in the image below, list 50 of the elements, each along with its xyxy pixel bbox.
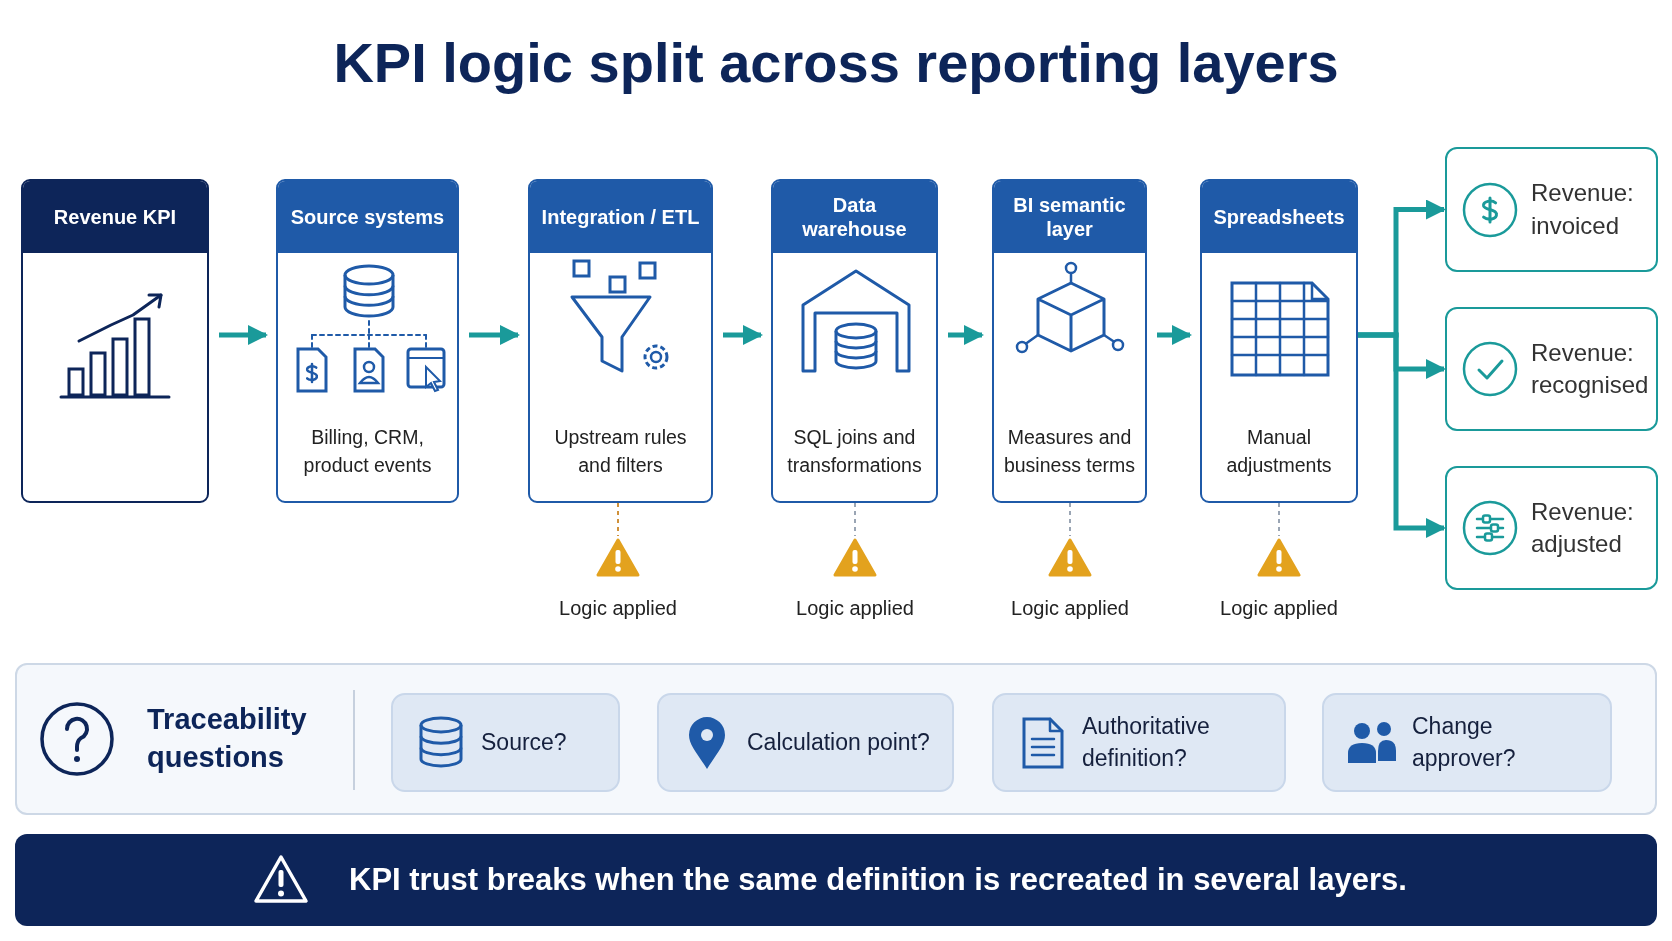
dashed-connector: [1278, 502, 1280, 537]
process-card: [276, 179, 459, 503]
message-banner: [15, 834, 1657, 926]
card-description: Measures and business terms: [1002, 425, 1137, 479]
warning-label: Logic applied: [795, 597, 915, 620]
card-title: Integration / ETL: [541, 205, 700, 229]
question-chip: [1322, 693, 1612, 792]
arrow: [1157, 325, 1192, 345]
question-chip: [992, 693, 1286, 792]
outcome-label: Revenue: invoiced: [1531, 178, 1635, 241]
outcome-card: [1445, 307, 1658, 431]
process-card: [528, 179, 713, 503]
warning-label: Logic applied: [558, 597, 678, 620]
arrow: [948, 325, 984, 345]
question-chip: [391, 693, 620, 792]
dashed-connector: [854, 502, 856, 537]
diagram-title: KPI logic split across reporting layers: [332, 30, 1340, 95]
question-chip: [657, 693, 954, 792]
process-card: [992, 179, 1147, 503]
process-card: [21, 179, 209, 503]
card-title: Revenue KPI: [53, 205, 177, 229]
dashed-connector: [617, 502, 619, 537]
outcome-label: Revenue: recognised: [1531, 337, 1649, 400]
card-description: Billing, CRM, product events: [302, 425, 433, 479]
warning-label: Logic applied: [1219, 597, 1339, 620]
warning-label: Logic applied: [1010, 597, 1130, 620]
arrow: [219, 325, 268, 345]
traceability-panel: [15, 663, 1657, 815]
process-card: [1200, 179, 1358, 503]
panel-heading: Traceability questions: [147, 702, 308, 775]
question-label: Calculation point?: [747, 727, 931, 757]
question-label: Change approver?: [1412, 712, 1517, 773]
outcome-card: [1445, 147, 1658, 272]
arrow: [1358, 332, 1446, 538]
outcome-label: Revenue: adjusted: [1531, 496, 1635, 559]
card-title: Data warehouse: [801, 193, 908, 241]
banner-message: KPI trust breaks when the same definition is recreated in several layers.: [349, 861, 1407, 899]
card-description: SQL joins and transformations: [786, 425, 923, 479]
card-title: BI semantic layer: [1012, 193, 1127, 241]
card-description: Upstream rules and filters: [553, 425, 688, 479]
arrow: [723, 325, 763, 345]
card-title: Spreadsheets: [1213, 205, 1345, 229]
process-card: [771, 179, 938, 503]
question-label: Source?: [481, 727, 568, 757]
card-description: Manual adjustments: [1225, 425, 1333, 479]
card-title: Source systems: [290, 205, 445, 229]
outcome-card: [1445, 466, 1658, 590]
question-label: Authoritative definition?: [1082, 712, 1211, 773]
dashed-connector: [1069, 502, 1071, 537]
arrow: [469, 325, 520, 345]
